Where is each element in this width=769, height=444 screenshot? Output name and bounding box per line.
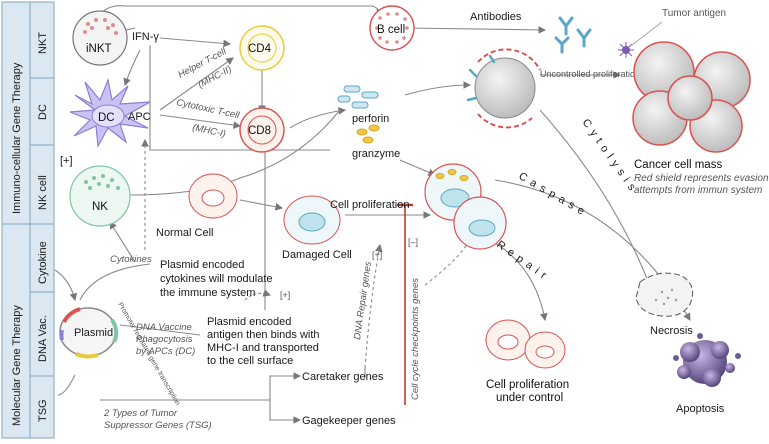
apoptosis-icon <box>673 333 741 387</box>
dc-label: DC <box>98 112 115 124</box>
perforin-icon <box>337 85 379 109</box>
side-label-dc: DC <box>37 104 49 120</box>
cancer-cell-mass <box>632 41 751 153</box>
cytokines-text-2: cytokines will modulate <box>160 273 273 285</box>
cell-prolif-label: Cell proliferation <box>330 199 409 211</box>
inkt-label: iNKT <box>86 43 112 55</box>
cd8-cell: CD8 <box>239 107 285 153</box>
repair-label: R e p a i r <box>494 239 549 282</box>
antigen-1: Plasmid encoded <box>207 316 291 328</box>
mhc1-label: (MHC-I) <box>191 122 226 140</box>
tsg-text-2: Suppressor Genes (TSG) <box>104 420 212 431</box>
dna-vaccine-1: DNA Vaccine <box>136 322 192 333</box>
nk-cell: [+] NK <box>60 155 131 227</box>
necrosis-label: Necrosis <box>650 325 693 337</box>
cytotoxic-label: Cytotoxic T-cell <box>175 97 241 121</box>
controlled-line-2: under control <box>496 392 563 404</box>
perforin-label: perforin <box>352 113 389 125</box>
target-cell-2 <box>453 196 507 250</box>
b-cell: B cell <box>369 5 415 51</box>
cd8-label: CD8 <box>248 125 271 137</box>
red-shield-line-2: attempts from immun system <box>634 185 762 196</box>
plus3-label: [+] <box>280 290 290 300</box>
cancer-cell <box>466 48 541 129</box>
tsg-text-1: 2 Types of Tumor <box>103 408 178 419</box>
side-label-molecular: Molecular Gene Therapy <box>11 305 23 426</box>
damaged-cell <box>283 195 341 245</box>
side-label-cytokine: Cytokine <box>37 241 49 284</box>
necrosis-icon <box>635 272 694 317</box>
dc-cell: DC APC <box>69 77 151 148</box>
apc-label: APC <box>128 111 151 123</box>
side-label-nk-cell: NK cell <box>37 175 49 210</box>
damaged-cell-label: Damaged Cell <box>282 249 352 261</box>
cytokines-label: Cytokines <box>110 254 152 265</box>
dna-repair-label: DNA Repair genes <box>352 261 374 341</box>
cytolysis-label: C y t o l y s i s <box>580 117 639 194</box>
side-label-tsg: TSG <box>37 399 49 422</box>
b-cell-label: B cell <box>377 24 405 36</box>
apoptosis-label: Apoptosis <box>676 403 725 415</box>
antigen-3: MHC-I and transported <box>207 342 319 354</box>
controlled-line-1: Cell proliferation <box>486 379 569 391</box>
antigen-2: antigen then binds with <box>207 329 320 341</box>
checkpoints-label: Cell cycle checkpoints genes <box>410 278 421 400</box>
antigen-4: to the cell surface <box>207 355 293 367</box>
normal-cell-label: Normal Cell <box>156 227 213 239</box>
controlled-cells <box>485 319 566 369</box>
uncontrolled-label: Uncontrolled proliferation <box>540 69 640 79</box>
antibody-icon <box>554 16 592 54</box>
side-label-nkt: NKT <box>37 32 49 54</box>
cd4-label: CD4 <box>248 43 272 55</box>
caretaker-label: Caretaker genes <box>302 371 384 383</box>
cytokines-text-3: the immune system <box>160 287 255 299</box>
nk-label: NK <box>92 201 108 213</box>
tumor-antigen-label: Tumor antigen <box>662 8 726 19</box>
inkt-cell: iNKT <box>72 10 128 66</box>
granzyme-label: granzyme <box>352 148 400 160</box>
gatekeeper-label: Gagekeeper genes <box>302 415 396 427</box>
tumor-antigen-icon <box>618 21 663 58</box>
granzyme-icon <box>356 124 380 144</box>
plasmid-label: Plasmid <box>74 327 113 339</box>
cancer-mass-label: Cancer cell mass <box>634 159 722 171</box>
plasmid-icon: Plasmid <box>59 307 119 359</box>
ifn-label: IFN-γ <box>132 31 159 43</box>
cytokines-text-1: Plasmid encoded <box>160 259 244 271</box>
dna-vaccine-3: by APCs (DC) <box>136 346 195 357</box>
red-shield-line-1: Red shield represents evasion <box>634 173 769 184</box>
side-label-immuno: Immuno-cellular Gene Therapy <box>11 62 23 214</box>
side-bar: Immuno-cellular Gene Therapy Molecular G… <box>1 1 55 439</box>
plus2-label: [+] <box>372 250 382 260</box>
normal-cell <box>188 173 238 219</box>
nk-plus-label: [+] <box>60 155 73 167</box>
minus-label: [–] <box>408 237 418 247</box>
caspase-label: C a s p a s e <box>517 170 588 218</box>
side-label-dna-vac: DNA Vac. <box>37 315 49 362</box>
cd4-cell: CD4 <box>239 25 285 71</box>
dna-vaccine-2: Phagocytosis <box>136 334 193 345</box>
antibodies-label: Antibodies <box>470 11 522 23</box>
